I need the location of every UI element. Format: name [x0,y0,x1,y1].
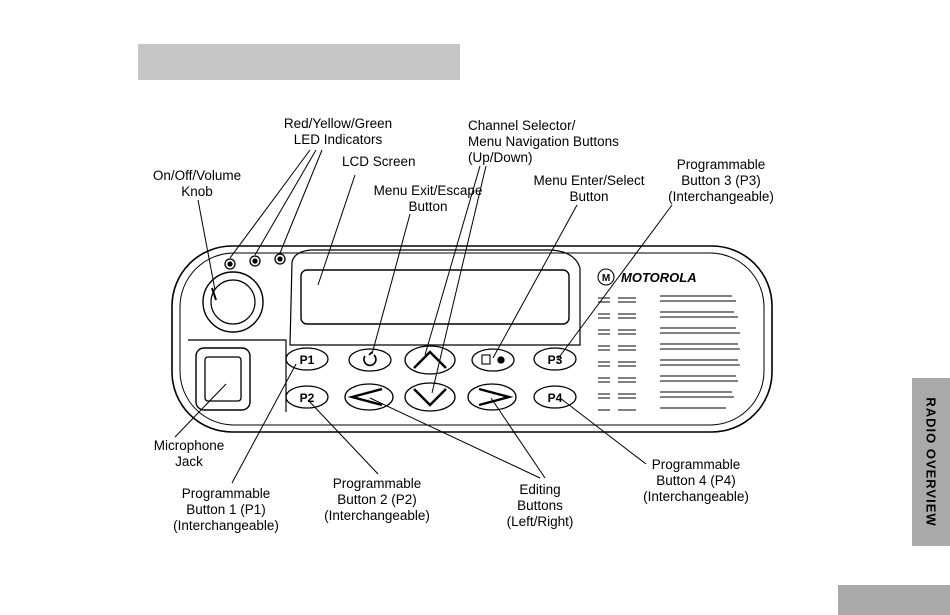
left-arrow-button[interactable] [344,383,394,411]
right-arrow-button[interactable] [467,383,517,411]
menu-exit-button[interactable] [348,348,392,372]
up-arrow-button[interactable] [404,345,456,375]
header-bar [138,44,460,80]
p3-button[interactable]: P3 [533,347,577,371]
p2-button[interactable]: P2 [285,385,329,409]
volume-knob[interactable] [202,271,264,333]
p2-button-label: P2 [300,391,315,405]
menu-enter-button[interactable] [471,348,515,372]
p1-button[interactable]: P1 [285,347,329,371]
down-arrow-button[interactable] [404,382,456,412]
motorola-logo: M MOTOROLA [597,268,697,286]
p4-button-label: P4 [548,391,563,405]
lcd-screen-label: LCD Screen [342,154,416,169]
channel-selector-label: Channel Selector/Menu Navigation Buttons… [468,118,619,165]
p3-button-label: P3 [548,353,563,367]
brand-logo-text: MOTOROLA [621,270,697,285]
leader-lines [174,149,673,484]
logo-mark: M [602,273,610,284]
microphone-jack [195,347,251,411]
p4-button[interactable]: P4 [533,385,577,409]
p1-button-label: P1 [300,353,315,367]
lcd-screen [300,269,570,325]
page-number-tab [838,585,950,615]
led-indicators [224,253,286,270]
speaker-grille [598,295,740,411]
section-tab[interactable]: RADIO OVERVIEW [912,378,950,546]
